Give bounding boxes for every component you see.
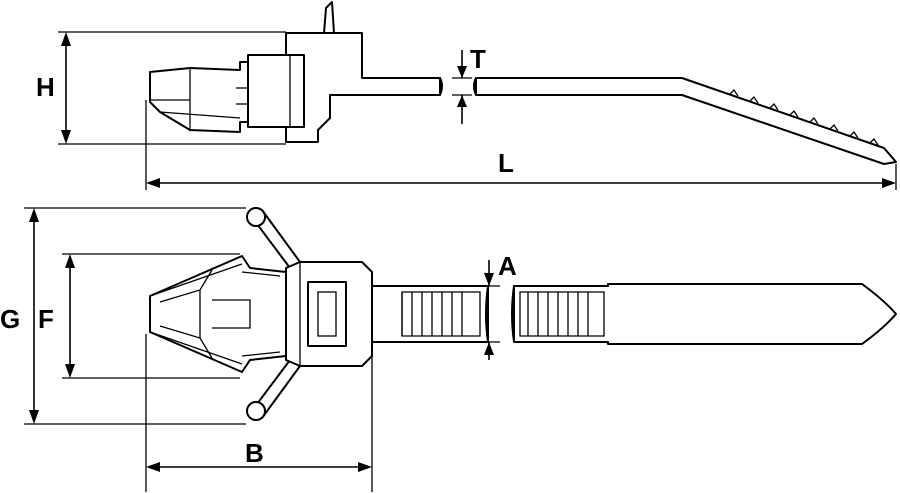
label-g: G <box>0 304 20 334</box>
label-l: L <box>498 148 514 178</box>
dimension-l <box>145 100 897 190</box>
label-f: F <box>38 304 54 334</box>
dimension-b <box>145 334 373 492</box>
top-view-strap-tail <box>513 283 897 345</box>
side-view-strap <box>475 77 897 165</box>
side-view-head <box>285 32 441 143</box>
label-b: B <box>245 438 264 468</box>
side-view <box>149 1 897 165</box>
label-t: T <box>470 44 486 74</box>
dimension-g <box>24 207 246 425</box>
dimension-f <box>62 253 240 379</box>
top-view-lower-ball <box>246 401 266 421</box>
top-view-upper-ball <box>246 207 266 227</box>
top-view-anchor <box>149 255 287 373</box>
dimension-a <box>478 260 500 360</box>
label-a: A <box>498 251 517 281</box>
dimension-h <box>58 31 286 145</box>
top-view <box>149 207 897 421</box>
top-view-strap <box>371 285 489 343</box>
label-h: H <box>36 72 55 102</box>
side-view-lock-box <box>247 54 305 128</box>
side-view-tab <box>323 1 335 34</box>
top-view-head-slot <box>307 281 347 347</box>
dimension-t <box>452 50 472 124</box>
side-view-anchor <box>149 61 249 133</box>
top-view-teeth <box>401 291 605 337</box>
